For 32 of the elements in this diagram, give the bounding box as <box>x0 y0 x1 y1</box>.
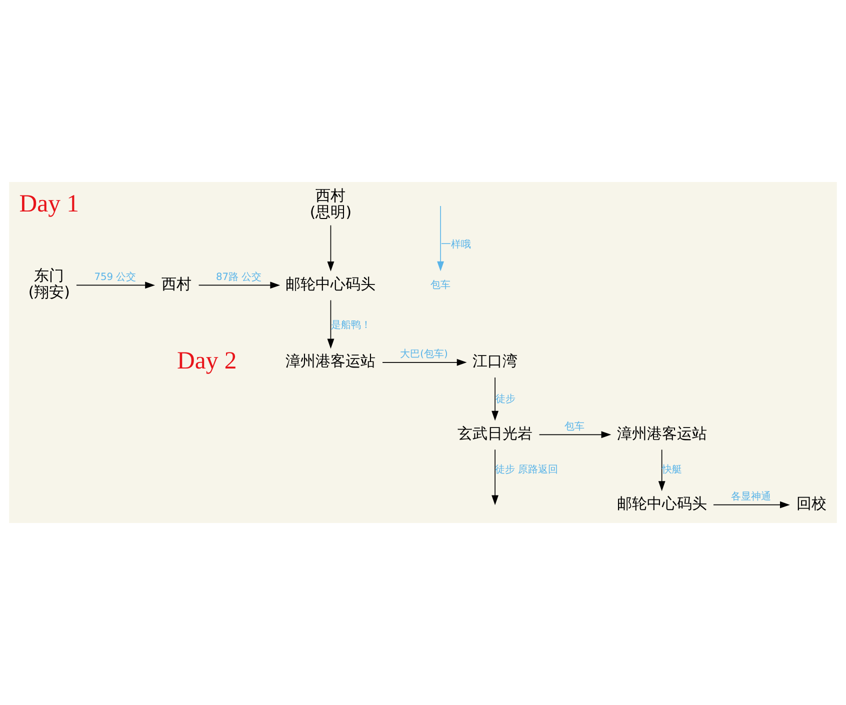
node-text: 邮轮中心码头 <box>616 494 707 512</box>
edge-label: 87路 公交 <box>216 272 262 283</box>
arrow <box>538 431 612 438</box>
label: Day 2 <box>176 348 237 375</box>
edge-label: 一样哦 <box>440 240 471 251</box>
arrow <box>658 449 666 492</box>
node-text: 西村 <box>161 274 192 293</box>
arrow <box>76 282 156 289</box>
edge-label: 徒步 <box>495 394 516 406</box>
node-text: 邮轮中心码头 <box>286 274 376 293</box>
edge-label: 是船鸭！ <box>330 320 371 331</box>
node-text: 江口湾 <box>472 352 518 370</box>
arrow <box>713 501 790 508</box>
edge-label: 包车 <box>564 421 585 432</box>
edge-label: 各显神通 <box>731 492 772 503</box>
arrow <box>327 224 334 272</box>
arrow <box>492 449 499 506</box>
edge-label: 759 公交 <box>94 272 136 283</box>
node-text: 东门 (翔安) <box>28 266 70 302</box>
arrow <box>492 377 499 421</box>
node-text: 包车 <box>430 280 451 291</box>
node-text: 回校 <box>796 494 826 512</box>
node-text: 西村 (思明) <box>310 186 352 222</box>
node-text: 漳州港客运站 <box>616 424 707 442</box>
arrow <box>327 300 334 349</box>
label: Day 1 <box>19 190 80 218</box>
arrow <box>437 206 444 272</box>
node-text: 漳州港客运站 <box>286 352 376 370</box>
arrow <box>382 358 467 366</box>
arrow <box>198 282 280 289</box>
edge-label: 大巴(包车) <box>400 349 448 360</box>
node-text: 玄武日光岩 <box>458 424 533 442</box>
